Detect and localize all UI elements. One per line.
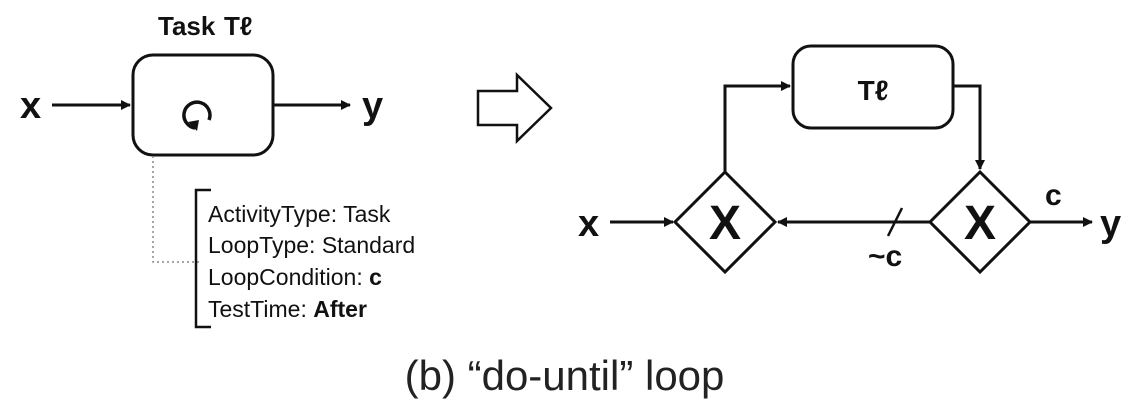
loop-arrow-icon [182,100,212,131]
attribute-activity-type: ActivityType: Task [208,201,391,227]
exit-condition-label: c [1045,179,1062,212]
right-task-name: Tℓ [858,75,889,106]
left-output-label: y [362,85,383,127]
task-title: Task [158,11,216,41]
right-output-label: y [1100,203,1121,245]
annotation-association [152,156,200,263]
merge-gateway: X [672,169,778,275]
merge-gateway-marker: X [709,197,741,250]
task-name: Tℓ [224,11,253,41]
flow-to-task [723,81,791,172]
left-loop-task: Task Tℓ x y ActivityType: Task LoopType:… [20,11,415,329]
attribute-loop-condition: LoopCondition: c [208,264,382,290]
annotation-attributes: ActivityType: Task LoopType: Standard Lo… [208,201,415,322]
figure-caption: (b) “do-until” loop [404,352,725,399]
split-gateway-marker: X [964,197,996,250]
flow-to-split-gateway [953,84,985,170]
loop-condition-label: ~c [868,240,902,273]
left-input-label: x [20,85,41,127]
right-input-label: x [578,203,599,245]
hollow-right-arrow-icon [476,72,553,144]
split-gateway: X [927,169,1033,275]
default-flow-slash [886,207,904,237]
attribute-loop-type: LoopType: Standard [208,232,415,258]
annotation-bracket [194,188,211,329]
right-loop-expansion: x X Tℓ X ~c c y [578,44,1121,275]
attribute-test-time: TestTime: After [208,296,367,322]
